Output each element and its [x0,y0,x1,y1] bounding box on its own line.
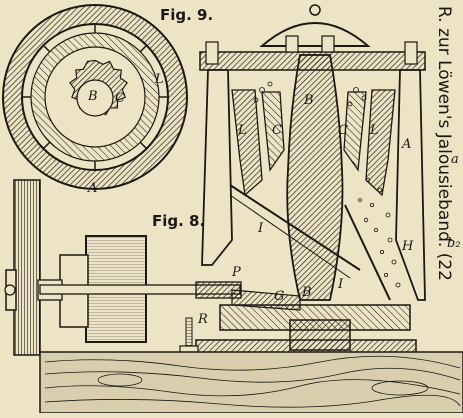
wooden-floor [39,351,463,414]
mill-body [179,4,426,392]
flywheel [4,179,41,356]
label-i-right: I [338,277,344,292]
label-r: R [198,312,208,327]
label-c-left: C [272,123,282,138]
fig9-label-l: L [155,72,164,87]
label-l-right: L [370,123,379,138]
fig8-title: Fig. 8. [152,212,206,230]
label-l-left: L [238,123,247,138]
side-caption: R. zur Löwen's Jalousieband. (22 [434,6,454,281]
label-i-left: I [258,221,264,236]
label-g: G [274,289,285,304]
fig9-ring-diagram [2,4,188,190]
drive-shaft [39,281,242,299]
edge-mark-a: a [451,152,459,167]
fig9-label-a: A [88,181,98,196]
label-h: H [402,239,414,254]
label-b-bottom: B [302,285,312,300]
fig9-label-b: B [88,89,98,104]
label-b-top: B [304,93,314,108]
fig9-title: Fig. 9. [160,6,214,24]
label-a: A [402,137,412,152]
edge-mark-b2: b₂ [447,236,461,251]
label-p: P [232,265,241,280]
label-c-right: C [338,123,348,138]
fig9-label-c: C [115,91,125,106]
